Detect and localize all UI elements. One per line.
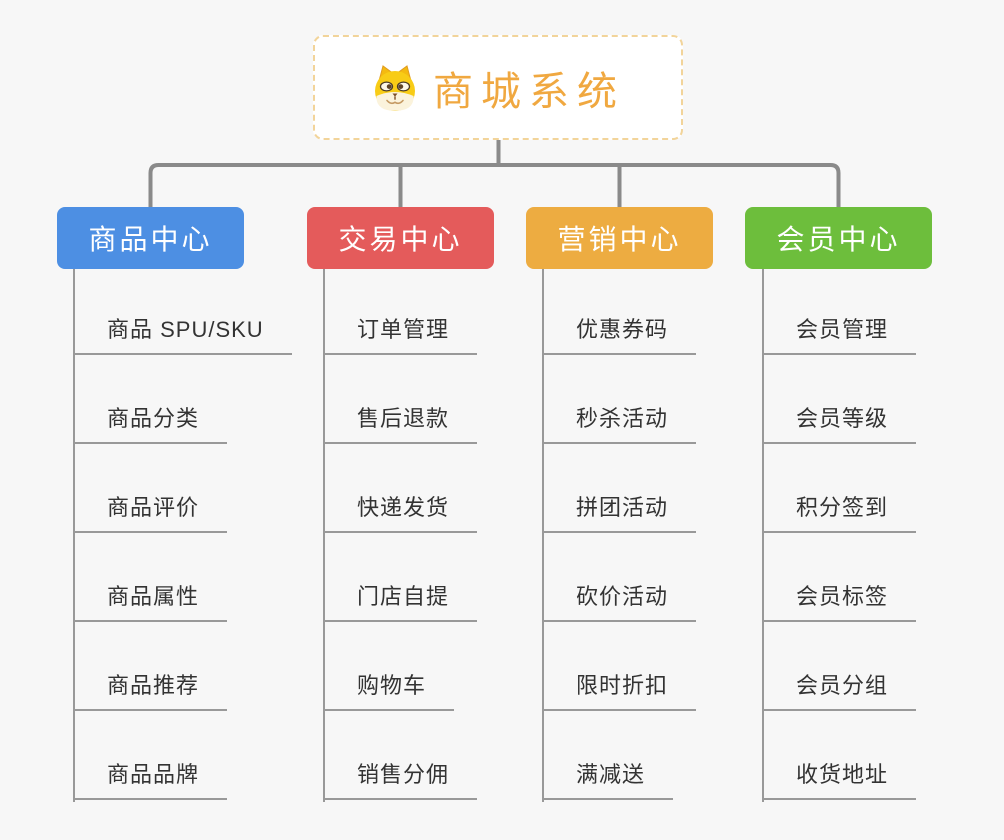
branch-label: 会员中心 [776, 224, 901, 255]
sub-topic[interactable]: 商品 SPU/SKU [73, 315, 292, 355]
sub-topic[interactable]: 商品分类 [73, 404, 228, 444]
sub-topic[interactable]: 门店自提 [323, 582, 478, 622]
branch-label: 营销中心 [557, 224, 682, 255]
branch-trunk-line [73, 269, 75, 802]
root-node[interactable]: 商城系统 [313, 35, 683, 140]
sub-topic[interactable]: 快递发货 [323, 493, 478, 533]
sub-topic[interactable]: 拼团活动 [542, 493, 697, 533]
sub-topic[interactable]: 积分签到 [762, 493, 917, 533]
sub-topic[interactable]: 会员等级 [762, 404, 917, 444]
sub-topic[interactable]: 会员管理 [762, 315, 917, 355]
branch-trunk-line [762, 269, 764, 802]
sub-topic[interactable]: 砍价活动 [542, 582, 697, 622]
sub-topic[interactable]: 售后退款 [323, 404, 478, 444]
sub-topic[interactable]: 销售分佣 [323, 760, 478, 800]
sub-topic[interactable]: 商品品牌 [73, 760, 228, 800]
branch-node-goods[interactable]: 商品中心 [57, 207, 244, 269]
sub-topic[interactable]: 订单管理 [323, 315, 478, 355]
branch-label: 商品中心 [88, 224, 213, 255]
branch-node-marketing[interactable]: 营销中心 [526, 207, 713, 269]
branch-node-trade[interactable]: 交易中心 [307, 207, 494, 269]
sub-topic[interactable]: 收货地址 [762, 760, 917, 800]
root-title: 商城系统 [433, 69, 625, 114]
sub-topic[interactable]: 会员分组 [762, 671, 917, 711]
sub-topic[interactable]: 限时折扣 [542, 671, 697, 711]
doge-icon [375, 64, 415, 111]
sub-topic[interactable]: 满减送 [542, 760, 674, 800]
sub-topic[interactable]: 商品属性 [73, 582, 228, 622]
sub-topic[interactable]: 优惠券码 [542, 315, 697, 355]
sub-topic[interactable]: 商品评价 [73, 493, 228, 533]
sub-topic[interactable]: 会员标签 [762, 582, 917, 622]
sub-topic[interactable]: 商品推荐 [73, 671, 228, 711]
branch-trunk-line [323, 269, 325, 802]
branch-trunk-line [542, 269, 544, 802]
branch-node-member[interactable]: 会员中心 [745, 207, 932, 269]
branch-label: 交易中心 [338, 224, 463, 255]
sub-topic[interactable]: 购物车 [323, 671, 455, 711]
sub-topic[interactable]: 秒杀活动 [542, 404, 697, 444]
